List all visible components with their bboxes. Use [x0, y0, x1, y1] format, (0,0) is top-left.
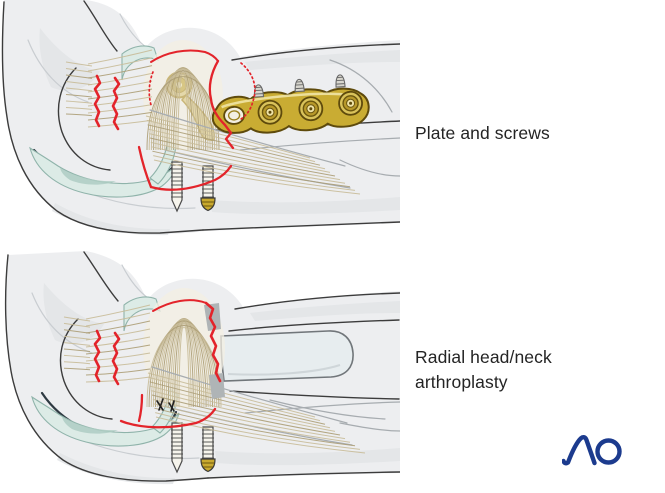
plate-empty-hole	[223, 106, 245, 125]
ao-logo-a	[562, 434, 597, 466]
ligament-fan	[85, 304, 151, 383]
caption-line: arthroplasty	[415, 372, 508, 392]
screw	[200, 426, 216, 473]
caption-line: Plate and screws	[415, 123, 550, 143]
fracture-lines	[93, 299, 222, 429]
plate-screw-heads	[257, 90, 363, 125]
caption-arthroplasty: Radial head/neck arthroplasty	[415, 345, 552, 395]
resection-shadow	[204, 303, 225, 399]
elbow-bone-outlines	[4, 251, 400, 482]
annular-ligament-dome	[146, 318, 222, 408]
gold-plate	[211, 74, 370, 134]
annular-ligament-dome	[146, 67, 220, 151]
illustration-radial-head-neck-arthroplasty	[4, 251, 400, 485]
ligament-fan	[87, 49, 153, 128]
caption-plate-and-screws: Plate and screws	[415, 121, 550, 146]
muscle-sweep	[147, 372, 366, 454]
ao-logo: AO	[562, 434, 622, 466]
radial-head-soft-tissue	[143, 288, 225, 408]
ligament-tassels	[63, 316, 91, 371]
fracture-lines	[93, 49, 256, 191]
suture-marks	[156, 398, 175, 412]
ao-logo-o	[595, 438, 622, 465]
caption-line: Radial head/neck	[415, 347, 552, 367]
illustration-plate-and-screws	[1, 0, 400, 236]
cartilage	[31, 296, 180, 447]
